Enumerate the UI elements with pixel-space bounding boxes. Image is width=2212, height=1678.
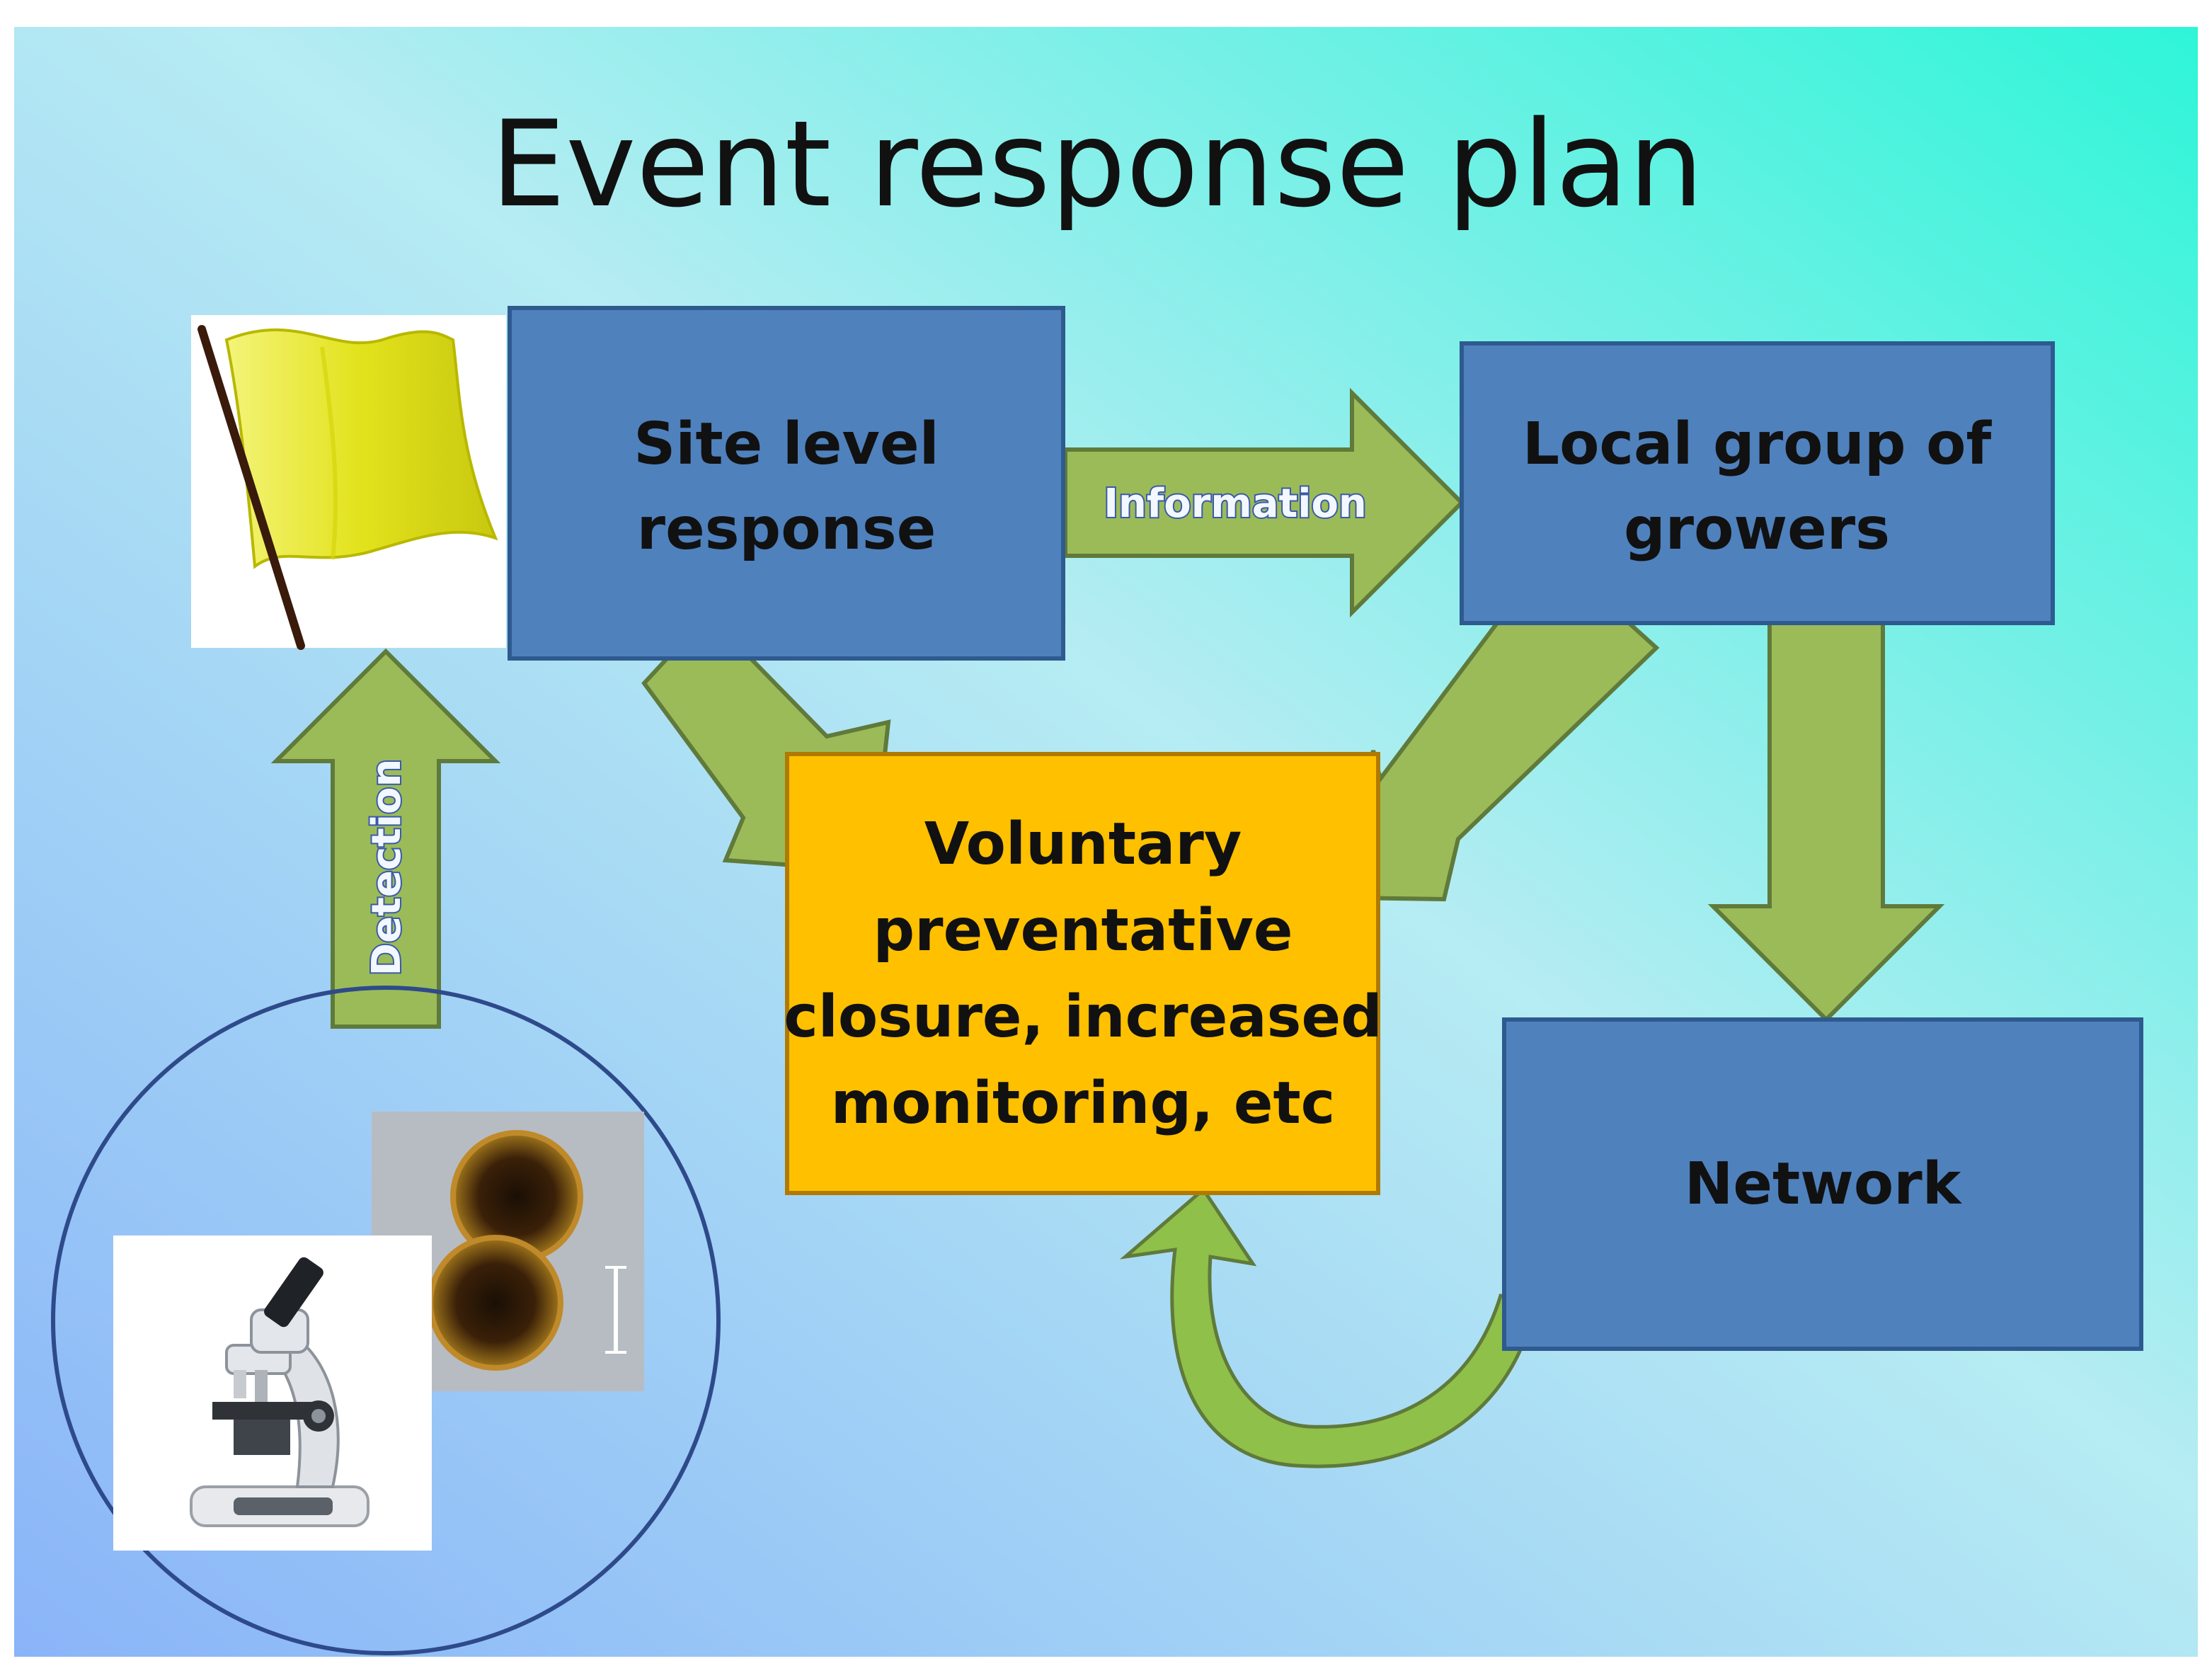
local-group-box — [1460, 341, 2055, 625]
site-box-line-2: response — [637, 496, 936, 563]
local-box-line-2: growers — [1624, 496, 1890, 563]
detection-arrow-label: Detection — [364, 759, 410, 976]
site-level-response-box — [508, 306, 1065, 661]
information-arrow — [1063, 387, 1465, 618]
network-box-line-1: Network — [1685, 1151, 1963, 1218]
closure-box-line-4: monitoring, etc — [831, 1070, 1336, 1137]
diagram-title: Event response plan — [491, 95, 1704, 234]
local-box-line-1: Local group of — [1523, 411, 1993, 478]
network-box — [1502, 1017, 2143, 1351]
local-to-network-arrow — [1707, 621, 1945, 1023]
closure-box-line-2: preventative — [873, 897, 1293, 964]
microscope-icon — [113, 1235, 432, 1551]
closure-box-line-1: Voluntary — [924, 811, 1242, 878]
information-arrow-label: Information — [1104, 481, 1367, 527]
site-box-line-1: Site level — [634, 411, 939, 478]
network-to-closure-curved-arrow — [1119, 1187, 1538, 1468]
closure-box-line-3: closure, increased — [784, 983, 1382, 1051]
detection-arrow — [270, 648, 501, 1029]
closure-box — [785, 752, 1380, 1195]
yellow-flag-icon — [191, 315, 506, 650]
detection-sample-circle — [51, 986, 721, 1655]
